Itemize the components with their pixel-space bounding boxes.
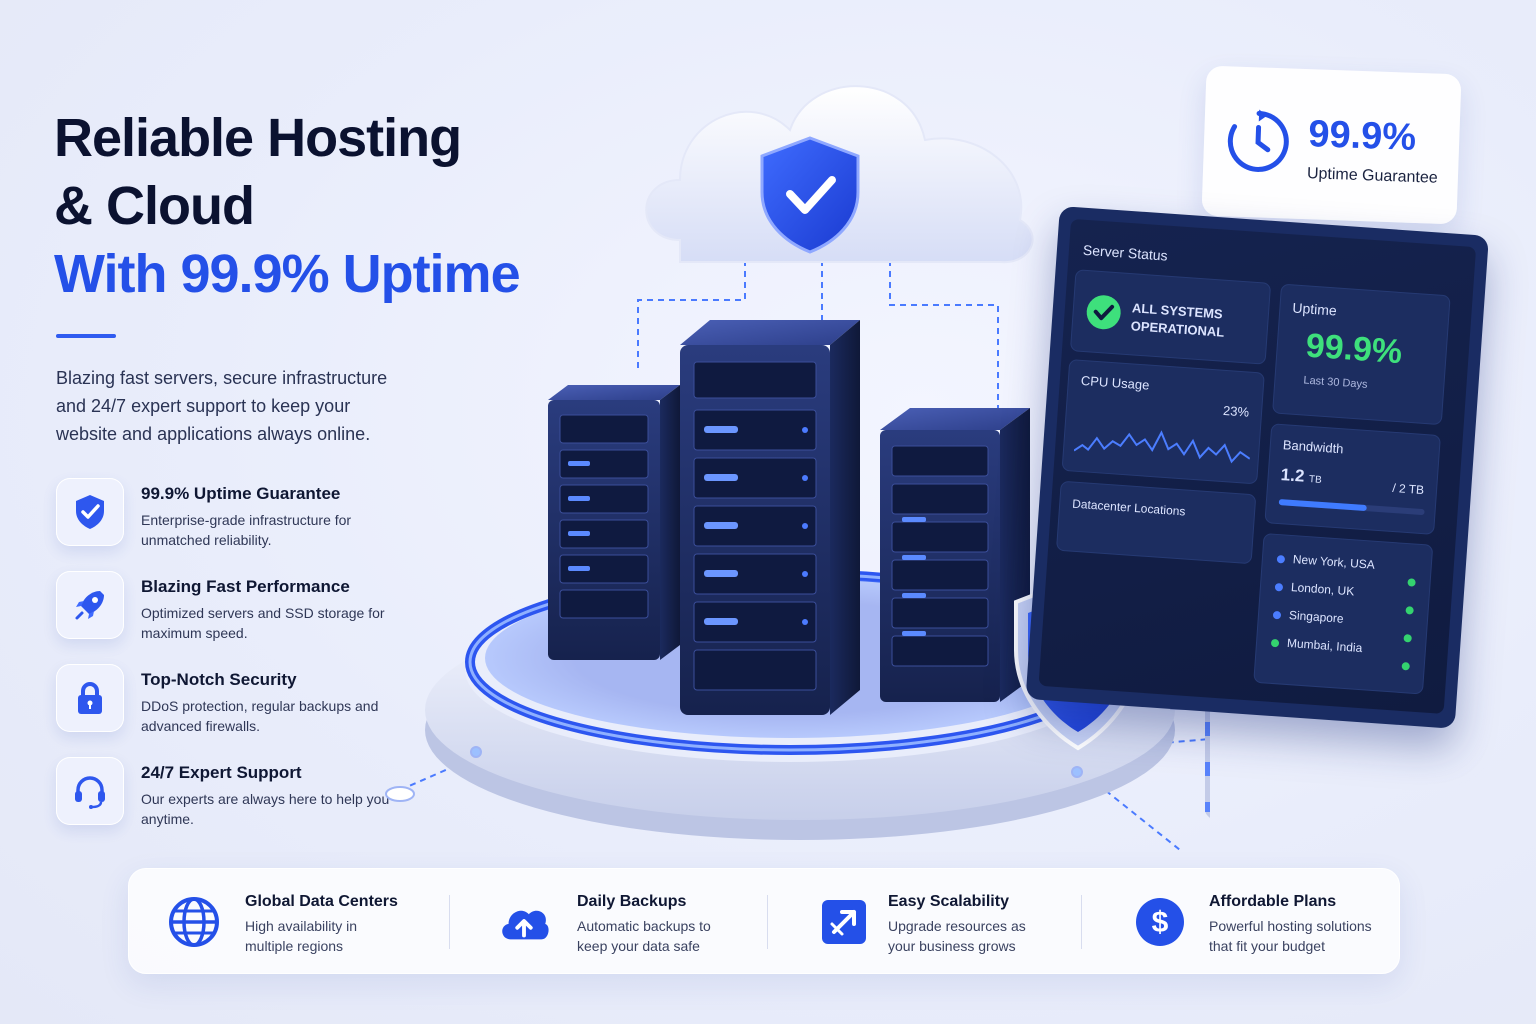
hero-title-accent: With 99.9% Uptime	[54, 244, 521, 304]
location-status-dot	[1405, 606, 1414, 615]
location-name: London, UK	[1290, 580, 1355, 599]
svg-text:$: $	[1152, 906, 1169, 939]
benefit-title: Easy Scalability	[888, 893, 1009, 910]
network-nodes	[385, 746, 1083, 802]
uptime-value: 99.9%	[1304, 326, 1404, 372]
cpu-panel: CPU Usage 23%	[1061, 359, 1265, 485]
uptime-badge-label: Uptime Guarantee	[1306, 165, 1438, 187]
benefit-title: Global Data Centers	[245, 893, 398, 910]
hero-title-line1: Reliable Hosting	[54, 108, 462, 168]
benefit-title: Affordable Plans	[1209, 893, 1337, 910]
feature-item-uptime: 99.9% Uptime Guarantee Enterprise-grade …	[56, 478, 436, 558]
feature-title: 24/7 Expert Support	[141, 763, 302, 782]
cloud-upload-icon	[497, 895, 551, 949]
server-rack-center	[680, 320, 860, 715]
server-rack-left	[548, 385, 680, 660]
location-dot	[1270, 638, 1280, 648]
shield-check-icon	[760, 136, 860, 254]
uptime-period: Last 30 Days	[1303, 374, 1368, 391]
bandwidth-used: 1.2	[1280, 465, 1306, 486]
location-name: New York, USA	[1292, 552, 1376, 572]
bandwidth-total: / 2 TB	[1391, 480, 1425, 498]
feature-item-performance: Blazing Fast Performance Optimized serve…	[56, 571, 436, 651]
hero-title: Reliable Hosting & Cloud With 99.9% Upti…	[54, 104, 574, 308]
divider	[1081, 895, 1082, 949]
cpu-sparkline	[1073, 430, 1251, 464]
status-line2: OPERATIONAL	[1130, 318, 1225, 340]
benefits-bar: Global Data Centers High availability in…	[128, 868, 1400, 974]
bandwidth-unit: TB	[1308, 474, 1323, 486]
uptime-panel: Uptime 99.9% Last 30 Days	[1272, 283, 1451, 426]
rocket-icon	[56, 571, 124, 639]
bandwidth-used-wrap: 1.2 TB	[1280, 465, 1322, 488]
benefit-desc: Automatic backups to keep your data safe	[577, 918, 711, 954]
cpu-value: 23%	[1222, 402, 1250, 420]
title-underline	[56, 334, 116, 338]
dollar-icon: $	[1133, 895, 1187, 949]
divider	[767, 895, 768, 949]
location-dot	[1272, 610, 1282, 620]
uptime-badge: 99.9% Uptime Guarantee	[1201, 65, 1462, 225]
dashboard-screen: Server Status ALL SYSTEMS OPERATIONAL Up…	[1038, 218, 1477, 714]
shield-check-icon	[56, 478, 124, 546]
divider	[449, 895, 450, 949]
location-status-dot	[1403, 634, 1412, 643]
feature-desc: Our experts are always here to help you …	[141, 791, 390, 827]
location-name: Mumbai, India	[1286, 635, 1363, 656]
location-dot	[1274, 582, 1284, 592]
uptime-label: Uptime	[1291, 299, 1338, 319]
feature-desc: Optimized servers and SSD storage for ma…	[141, 605, 385, 641]
benefit-desc: High availability in multiple regions	[245, 918, 358, 954]
benefit-desc: Powerful hosting solutions that fit your…	[1209, 918, 1372, 954]
check-circle-icon	[1086, 295, 1121, 330]
location-item: New York, USA	[1276, 551, 1375, 572]
bandwidth-bar-track	[1278, 498, 1425, 516]
server-rack-right	[880, 408, 1030, 702]
benefit-desc: Upgrade resources as your business grows	[888, 918, 1026, 954]
feature-title: 99.9% Uptime Guarantee	[141, 484, 341, 503]
scale-arrow-icon	[817, 895, 871, 949]
uptime-badge-value: 99.9%	[1307, 113, 1417, 159]
location-dot	[1276, 554, 1286, 564]
status-panel: ALL SYSTEMS OPERATIONAL	[1069, 269, 1272, 365]
feature-item-security: Top-Notch Security DDoS protection, regu…	[56, 664, 436, 744]
feature-item-support: 24/7 Expert Support Our experts are alwa…	[56, 757, 436, 837]
lock-icon	[56, 664, 124, 732]
feature-title: Top-Notch Security	[141, 670, 297, 689]
location-item: Singapore	[1272, 607, 1345, 626]
clock-icon	[1227, 109, 1289, 172]
location-item: Mumbai, India	[1270, 635, 1363, 656]
feature-desc: DDoS protection, regular backups and adv…	[141, 698, 379, 734]
bandwidth-bar-fill	[1278, 498, 1367, 512]
datacenter-label: Datacenter Locations	[1071, 496, 1186, 519]
hero-title-line2: & Cloud	[54, 176, 255, 236]
hosting-illustration	[385, 85, 1210, 851]
location-status-dot	[1401, 661, 1411, 671]
location-status-dot	[1407, 578, 1416, 587]
benefit-title: Daily Backups	[577, 893, 687, 910]
bandwidth-panel: Bandwidth 1.2 TB / 2 TB	[1264, 423, 1441, 535]
cpu-label: CPU Usage	[1080, 372, 1150, 393]
feature-title: Blazing Fast Performance	[141, 577, 350, 596]
dashboard-title: Server Status	[1082, 241, 1169, 264]
hero-description: Blazing fast servers, secure infrastruct…	[56, 368, 388, 444]
globe-icon	[167, 895, 221, 949]
headset-icon	[56, 757, 124, 825]
location-item: London, UK	[1274, 579, 1355, 599]
location-list: New York, USA London, UK Singapore Mumba…	[1253, 533, 1434, 695]
datacenter-panel: Datacenter Locations	[1055, 480, 1257, 565]
location-name: Singapore	[1288, 607, 1345, 626]
bandwidth-label: Bandwidth	[1282, 437, 1344, 457]
feature-desc: Enterprise-grade infrastructure for unma…	[141, 512, 352, 548]
server-status-monitor: Server Status ALL SYSTEMS OPERATIONAL Up…	[1025, 206, 1489, 729]
